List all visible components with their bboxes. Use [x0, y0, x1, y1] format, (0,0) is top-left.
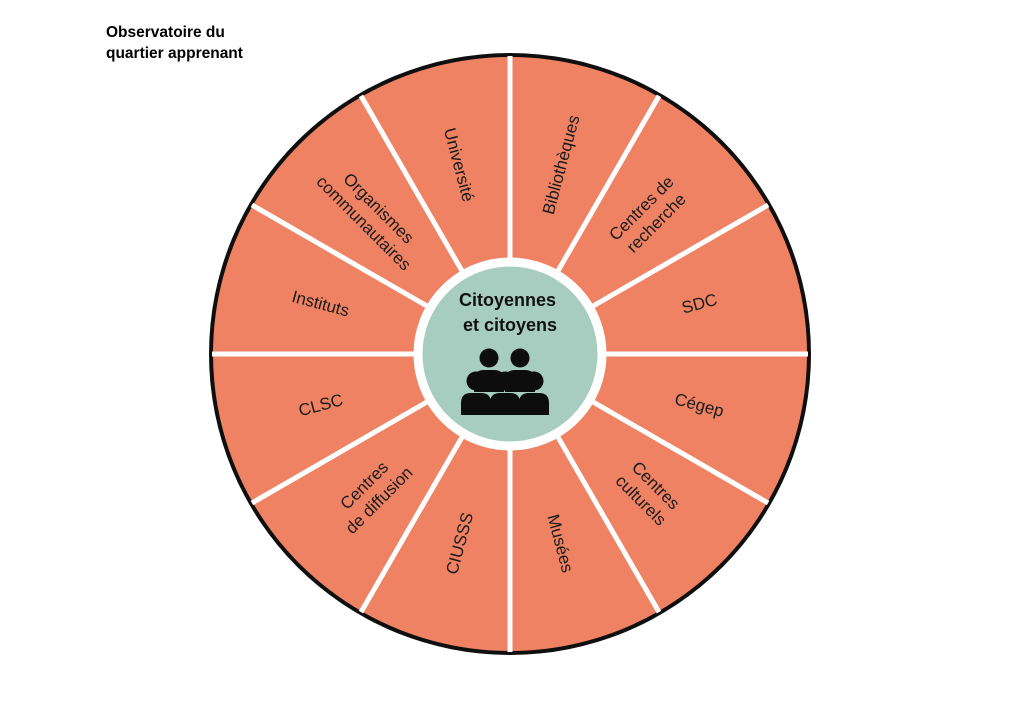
center-label-line-2: et citoyens — [463, 315, 557, 335]
people-group-icon — [461, 348, 549, 415]
center-label-line-1: Citoyennes — [459, 290, 556, 310]
page-title: Observatoire du quartier apprenant — [106, 22, 243, 64]
page-title-line-1: Observatoire du — [106, 24, 225, 41]
page-title-line-2: quartier apprenant — [106, 45, 243, 62]
center-label: Citoyennes et citoyens — [459, 290, 561, 335]
